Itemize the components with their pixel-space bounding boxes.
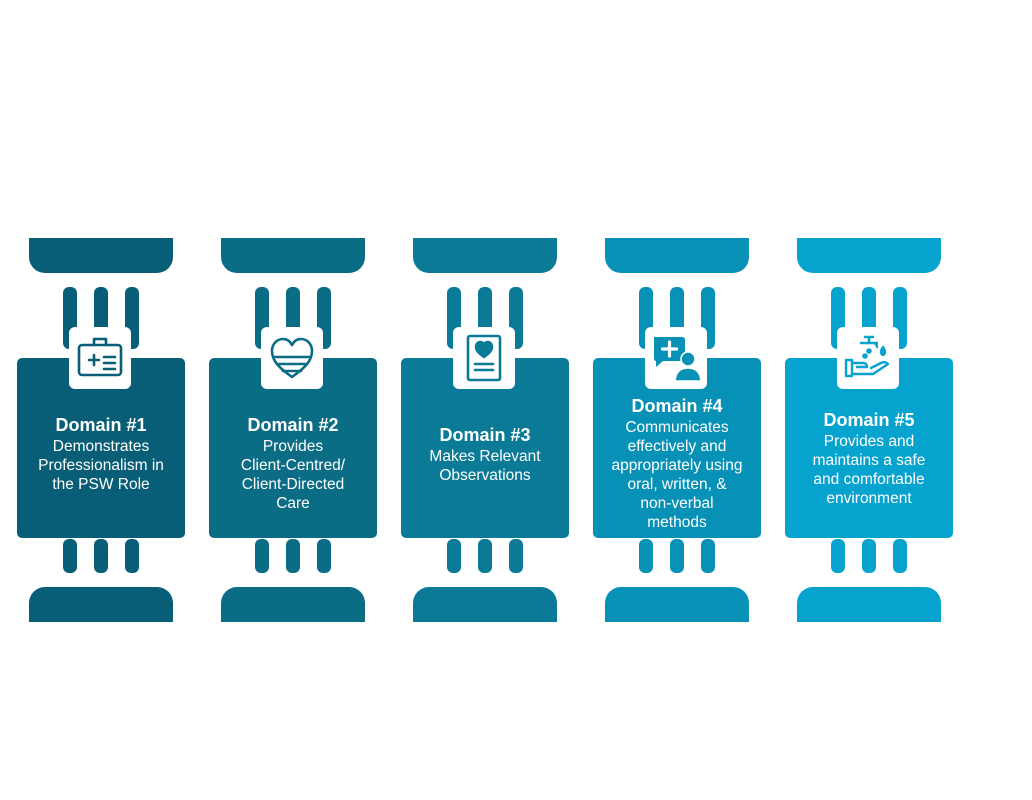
domain-title: Domain #3: [439, 425, 531, 445]
domain-description-line: Makes Relevant: [429, 448, 541, 465]
domain-description-line: Provides: [262, 438, 324, 455]
pillar-column: [639, 539, 653, 573]
domain-title: Domain #1: [55, 415, 147, 435]
hand-wash-icon: [844, 335, 890, 378]
pillar-column: [94, 539, 108, 573]
pillar-top-cap: [29, 238, 173, 273]
pillar-top-cap: [797, 238, 941, 273]
domain-text: Domain #5 Provides and maintains a safe …: [789, 409, 949, 508]
pillar-domain-5: Domain #5 Provides and maintains a safe …: [785, 238, 953, 622]
domain-description-line: maintains a safe: [812, 452, 926, 469]
domain-description-line: appropriately using: [611, 457, 743, 474]
pillar-column: [63, 539, 77, 573]
pillar-column: [509, 539, 523, 573]
domain-description-line: and comfortable: [813, 471, 925, 488]
domain-text: Domain #2 Provides Client-Centred/ Clien…: [213, 414, 373, 513]
domain-text: Domain #1 Demonstrates Professionalism i…: [21, 414, 181, 494]
icon-tile: [645, 327, 707, 389]
domain-title: Domain #4: [631, 396, 723, 416]
domain-description-line: methods: [647, 514, 707, 531]
pillar-column: [831, 539, 845, 573]
pillar-bottom-cap: [413, 587, 557, 622]
domain-text: Domain #4 Communicates effectively and a…: [597, 395, 757, 532]
domain-description-line: Demonstrates: [52, 438, 150, 455]
pillar-bottom-cap: [221, 587, 365, 622]
icon-tile: [453, 327, 515, 389]
domain-description-line: Communicates: [625, 419, 729, 436]
pillar-domain-4: Domain #4 Communicates effectively and a…: [593, 238, 761, 622]
domain-title: Domain #2: [247, 415, 339, 435]
domain-description-line: environment: [826, 490, 912, 507]
domain-description-line: Provides and: [823, 433, 915, 450]
domain-description-line: Professionalism in: [38, 457, 164, 474]
domain-description-line: the PSW Role: [52, 476, 150, 493]
pillar-bottom-cap: [605, 587, 749, 622]
pillar-column: [478, 539, 492, 573]
pillar-column: [125, 539, 139, 573]
pillar-domain-3: Domain #3 Makes Relevant Observations: [401, 238, 569, 622]
pillar-domain-1: Domain #1 Demonstrates Professionalism i…: [17, 238, 185, 622]
id-card-icon: [77, 337, 123, 377]
domain-description-line: effectively and: [627, 438, 727, 455]
pillar-column: [893, 539, 907, 573]
domain-description-line: Care: [276, 495, 310, 512]
icon-tile: [261, 327, 323, 389]
pillar-column: [286, 539, 300, 573]
icon-tile: [69, 327, 131, 389]
domain-title: Domain #5: [823, 410, 915, 430]
icon-tile: [837, 327, 899, 389]
pillar-bottom-cap: [29, 587, 173, 622]
domain-description-line: Client-Directed: [241, 476, 345, 493]
pillar-column: [670, 539, 684, 573]
domain-description-line: non-verbal: [640, 495, 714, 512]
pillar-column: [862, 539, 876, 573]
document-heart-icon: [466, 334, 502, 382]
pillar-top-cap: [221, 238, 365, 273]
pillar-column: [447, 539, 461, 573]
pillar-column: [317, 539, 331, 573]
domain-description-line: Observations: [439, 467, 531, 484]
pillar-column: [701, 539, 715, 573]
pillar-top-cap: [413, 238, 557, 273]
domain-description-line: oral, written, &: [627, 476, 727, 493]
chat-person-icon: [654, 337, 701, 382]
domain-description-line: Client-Centred/: [240, 457, 346, 474]
pillar-bottom-cap: [797, 587, 941, 622]
pillar-domain-2: Domain #2 Provides Client-Centred/ Clien…: [209, 238, 377, 622]
pillar-top-cap: [605, 238, 749, 273]
pillar-column: [255, 539, 269, 573]
domain-text: Domain #3 Makes Relevant Observations: [405, 424, 565, 485]
heart-icon: [270, 337, 314, 379]
